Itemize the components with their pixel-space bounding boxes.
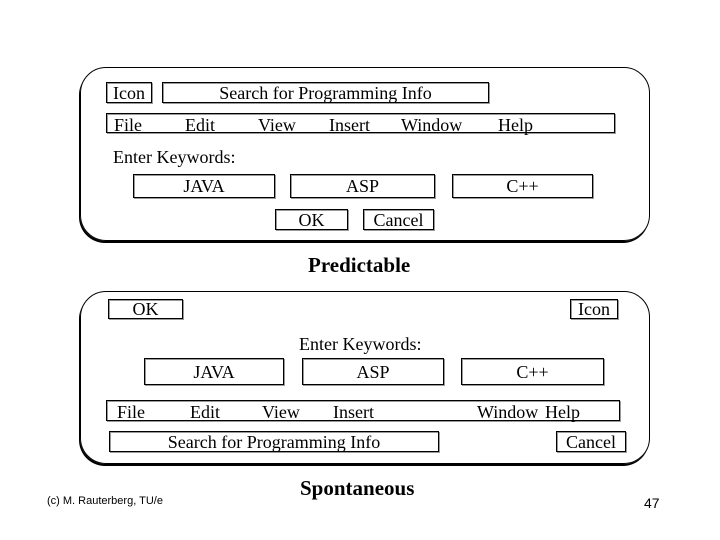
predictable-caption: Predictable xyxy=(308,253,411,277)
predictable-menu-view[interactable]: View xyxy=(258,115,296,135)
spontaneous-icon-box[interactable]: Icon xyxy=(570,299,618,319)
spontaneous-enter-keywords-label: Enter Keywords: xyxy=(299,334,422,354)
predictable-icon-box[interactable]: Icon xyxy=(106,82,152,103)
predictable-menu-file[interactable]: File xyxy=(114,115,143,135)
spontaneous-ok-button[interactable]: OK xyxy=(108,299,183,319)
page-number: 47 xyxy=(644,495,660,511)
predictable-menu-help[interactable]: Help xyxy=(498,115,533,135)
predictable-menu-window[interactable]: Window xyxy=(401,115,463,135)
predictable-ok-button[interactable]: OK xyxy=(275,209,348,230)
spontaneous-menu-bar: File Edit View Insert Window Help xyxy=(106,400,620,421)
spontaneous-cancel-button[interactable]: Cancel xyxy=(556,431,626,452)
predictable-menu-edit[interactable]: Edit xyxy=(185,115,215,135)
predictable-keyword-asp[interactable]: ASP xyxy=(290,174,435,198)
spontaneous-menu-file[interactable]: File xyxy=(117,402,146,422)
predictable-cancel-button[interactable]: Cancel xyxy=(363,209,434,230)
predictable-panel xyxy=(80,67,650,241)
predictable-search-field[interactable]: Search for Programming Info xyxy=(162,82,489,103)
spontaneous-panel xyxy=(80,291,650,464)
spontaneous-keyword-asp[interactable]: ASP xyxy=(302,358,444,385)
predictable-keyword-cpp[interactable]: C++ xyxy=(452,174,593,198)
spontaneous-menu-window[interactable]: Window xyxy=(477,402,539,422)
predictable-keyword-java[interactable]: JAVA xyxy=(133,174,275,198)
spontaneous-menu-edit[interactable]: Edit xyxy=(190,402,220,422)
spontaneous-search-field[interactable]: Search for Programming Info xyxy=(109,431,439,452)
spontaneous-menu-insert[interactable]: Insert xyxy=(333,402,374,422)
spontaneous-caption: Spontaneous xyxy=(300,476,415,500)
predictable-menu-bar: File Edit View Insert Window Help xyxy=(106,113,615,135)
spontaneous-keyword-cpp[interactable]: C++ xyxy=(461,358,604,385)
spontaneous-menu-view[interactable]: View xyxy=(262,402,300,422)
predictable-menu-insert[interactable]: Insert xyxy=(329,115,370,135)
spontaneous-menu-help[interactable]: Help xyxy=(545,402,580,422)
footer-credit: (c) M. Rauterberg, TU/e xyxy=(47,495,163,507)
spontaneous-keyword-java[interactable]: JAVA xyxy=(144,358,284,385)
predictable-enter-keywords-label: Enter Keywords: xyxy=(113,147,236,167)
